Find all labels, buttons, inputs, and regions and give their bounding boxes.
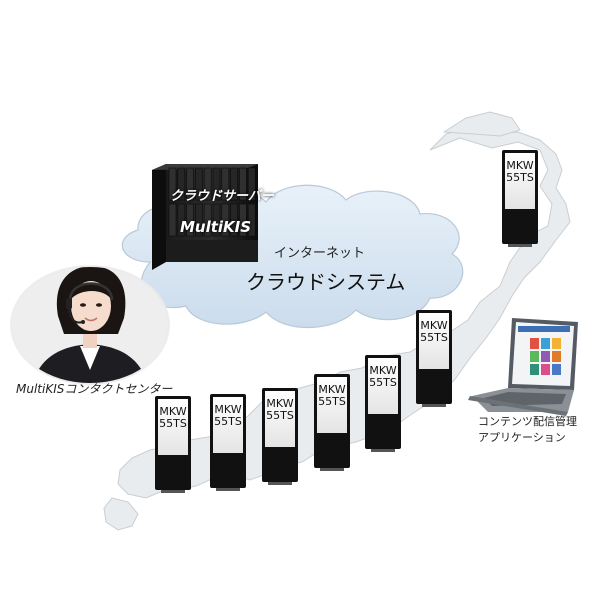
japan-northern-island-shape [442, 111, 521, 137]
kiosk-devices [155, 150, 538, 493]
server-label-top: クラウドサーバー [170, 189, 274, 204]
laptop-label-line1: コンテンツ配信管理 [478, 415, 577, 428]
kiosk-model-line2: 55TS [214, 415, 242, 428]
kiosk-device [210, 394, 246, 491]
kiosk-model-line1: MKW [266, 397, 294, 410]
kiosk-device [365, 355, 401, 452]
server-label-bottom: MultiKIS [180, 218, 252, 236]
kiosk-model-line2: 55TS [266, 409, 294, 422]
cloud-server [152, 164, 258, 270]
cloud-label-large: クラウドシステム [246, 270, 406, 294]
contact-center-label: MultiKISコンタクトセンター [16, 382, 173, 396]
operator-photo [10, 265, 170, 385]
japan-southern-island-shape [103, 497, 139, 531]
kiosk-device [416, 310, 452, 407]
kiosk-device [262, 388, 298, 485]
kiosk-device [314, 374, 350, 471]
laptop-label-line2: アプリケーション [478, 431, 566, 444]
kiosk-model-line2: 55TS [159, 417, 187, 430]
kiosk-model-line1: MKW [506, 159, 534, 172]
kiosk-device [502, 150, 538, 247]
kiosk-model-line1: MKW [420, 319, 448, 332]
kiosk-model-line1: MKW [159, 405, 187, 418]
kiosk-model-line1: MKW [318, 383, 346, 396]
cloud-label-small: インターネット [274, 246, 366, 261]
kiosk-model-line2: 55TS [420, 331, 448, 344]
kiosk-model-line1: MKW [369, 364, 397, 377]
laptop-illustration [468, 318, 578, 416]
kiosk-model-line2: 55TS [318, 395, 346, 408]
kiosk-model-line1: MKW [214, 403, 242, 416]
kiosk-model-line2: 55TS [369, 376, 397, 389]
kiosk-model-line2: 55TS [506, 171, 534, 184]
kiosk-device [155, 396, 191, 493]
